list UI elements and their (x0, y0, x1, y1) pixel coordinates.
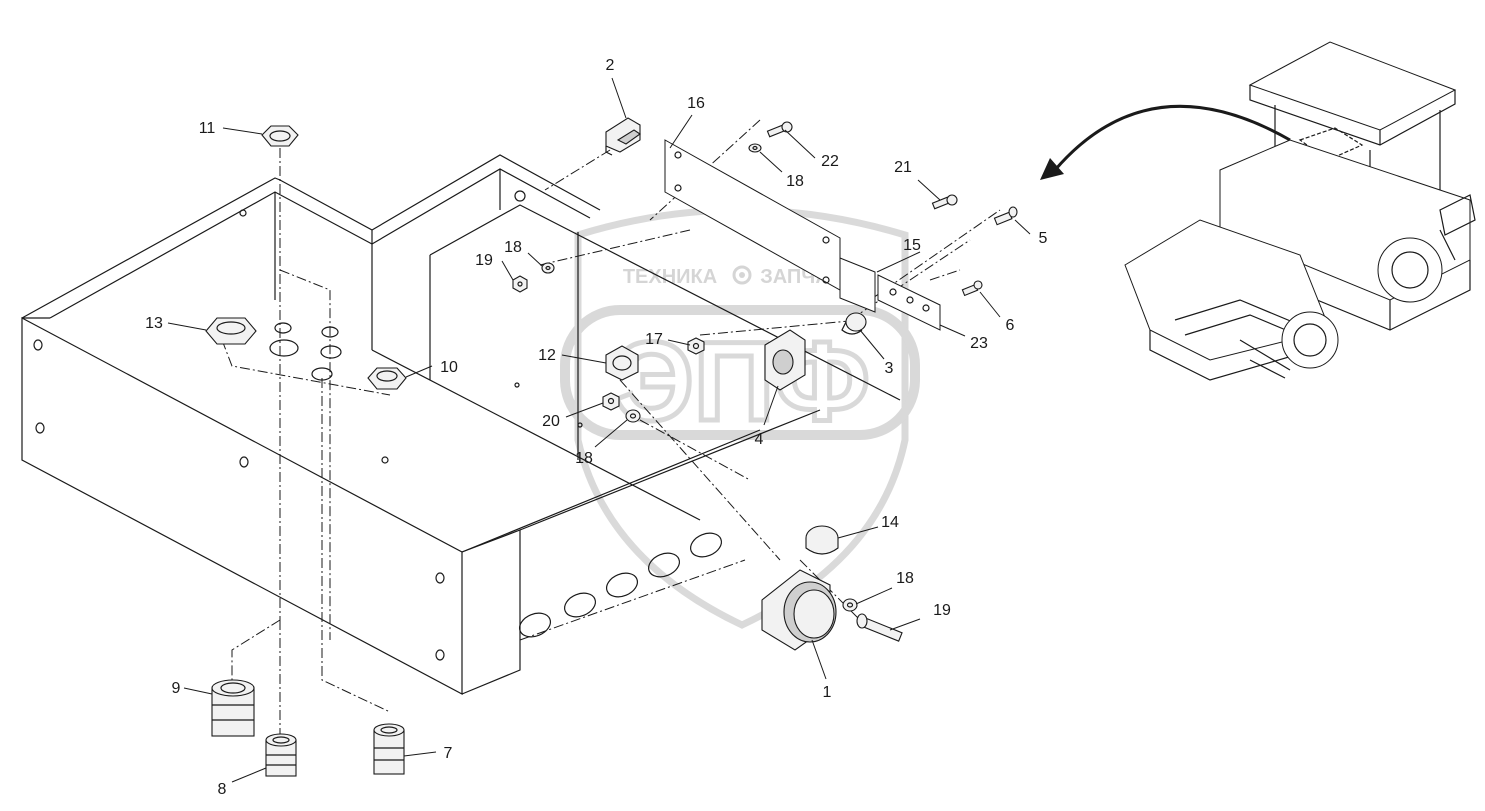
watermark-text-left: ТЕХНИКА (623, 266, 717, 288)
callout-1: 1 (823, 684, 832, 701)
leader-lines (167, 77, 1031, 783)
part-10-locknut (367, 367, 407, 390)
part-12-gland-nut (605, 345, 639, 381)
part-22-screw (856, 613, 903, 642)
callout-3: 3 (885, 360, 894, 377)
part-14-plug (805, 525, 839, 555)
callout-7: 7 (444, 745, 453, 762)
part-3-cap (841, 312, 867, 335)
electrical-box-housing (21, 154, 901, 695)
part-5-pin (993, 206, 1018, 226)
callout-18-upper: 18 (786, 173, 804, 190)
callout-9: 9 (172, 680, 181, 697)
part-1-connector (761, 569, 837, 651)
callout-11: 11 (199, 120, 216, 137)
callout-6: 6 (1006, 317, 1015, 334)
part-11-locknut (261, 125, 299, 147)
callout-12: 12 (538, 347, 556, 364)
callout-13: 13 (145, 315, 163, 332)
part-18-washer (625, 409, 641, 423)
callout-14: 14 (881, 514, 899, 531)
callout-10: 10 (440, 359, 458, 376)
part-6-pin (961, 280, 983, 297)
part-18-washer (748, 143, 762, 153)
part-13-locknut (205, 317, 257, 345)
part-16-cover-plate (664, 139, 841, 291)
callout-4: 4 (755, 431, 764, 448)
callout-labels: 2 11 13 10 12 17 19 18 20 18 16 22 18 21… (145, 57, 1047, 798)
callout-5: 5 (1039, 230, 1048, 247)
callout-16: 16 (687, 95, 705, 112)
assembly-lines (221, 119, 1001, 740)
part-9-cable-gland (211, 679, 255, 737)
part-19-nut (602, 392, 620, 411)
callout-18-mid: 18 (575, 450, 593, 467)
callout-20: 21 (894, 159, 912, 176)
callout-15: 15 (903, 237, 921, 254)
part-15-frame (839, 257, 876, 313)
callout-17: 17 (645, 331, 663, 348)
part-4-socket (764, 329, 806, 391)
callout-2: 2 (606, 57, 615, 74)
asphalt-paver-icon (1124, 41, 1476, 381)
watermark-logo-text: ЭПФ (614, 319, 870, 444)
part-18-washer (541, 262, 555, 274)
gear-icon (732, 265, 752, 285)
watermark-badge (560, 305, 920, 440)
callout-23: 23 (970, 335, 988, 352)
callout-19-mid: 20 (542, 413, 560, 430)
part-21-screw (766, 121, 793, 138)
part-17-nut (687, 337, 705, 355)
part-23-terminal-strip (877, 274, 941, 331)
part-18-washer (842, 598, 858, 612)
watermark: ЭПФ ТЕХНИКА ЗАПЧАСТИ (560, 206, 920, 629)
part-20-screw (931, 194, 958, 210)
callout-18-top: 18 (504, 239, 522, 256)
callout-21: 22 (821, 153, 839, 170)
callout-18-lower: 18 (896, 570, 914, 587)
part-7-cable-gland (373, 723, 405, 775)
callout-22: 19 (933, 602, 951, 619)
callout-8: 8 (218, 781, 227, 798)
location-arrow-icon (1040, 104, 1291, 180)
part-19-nut (512, 275, 528, 293)
part-2-indicator-lamp (605, 117, 641, 156)
callout-19-top: 19 (475, 252, 493, 269)
part-8-cable-gland (265, 733, 297, 777)
